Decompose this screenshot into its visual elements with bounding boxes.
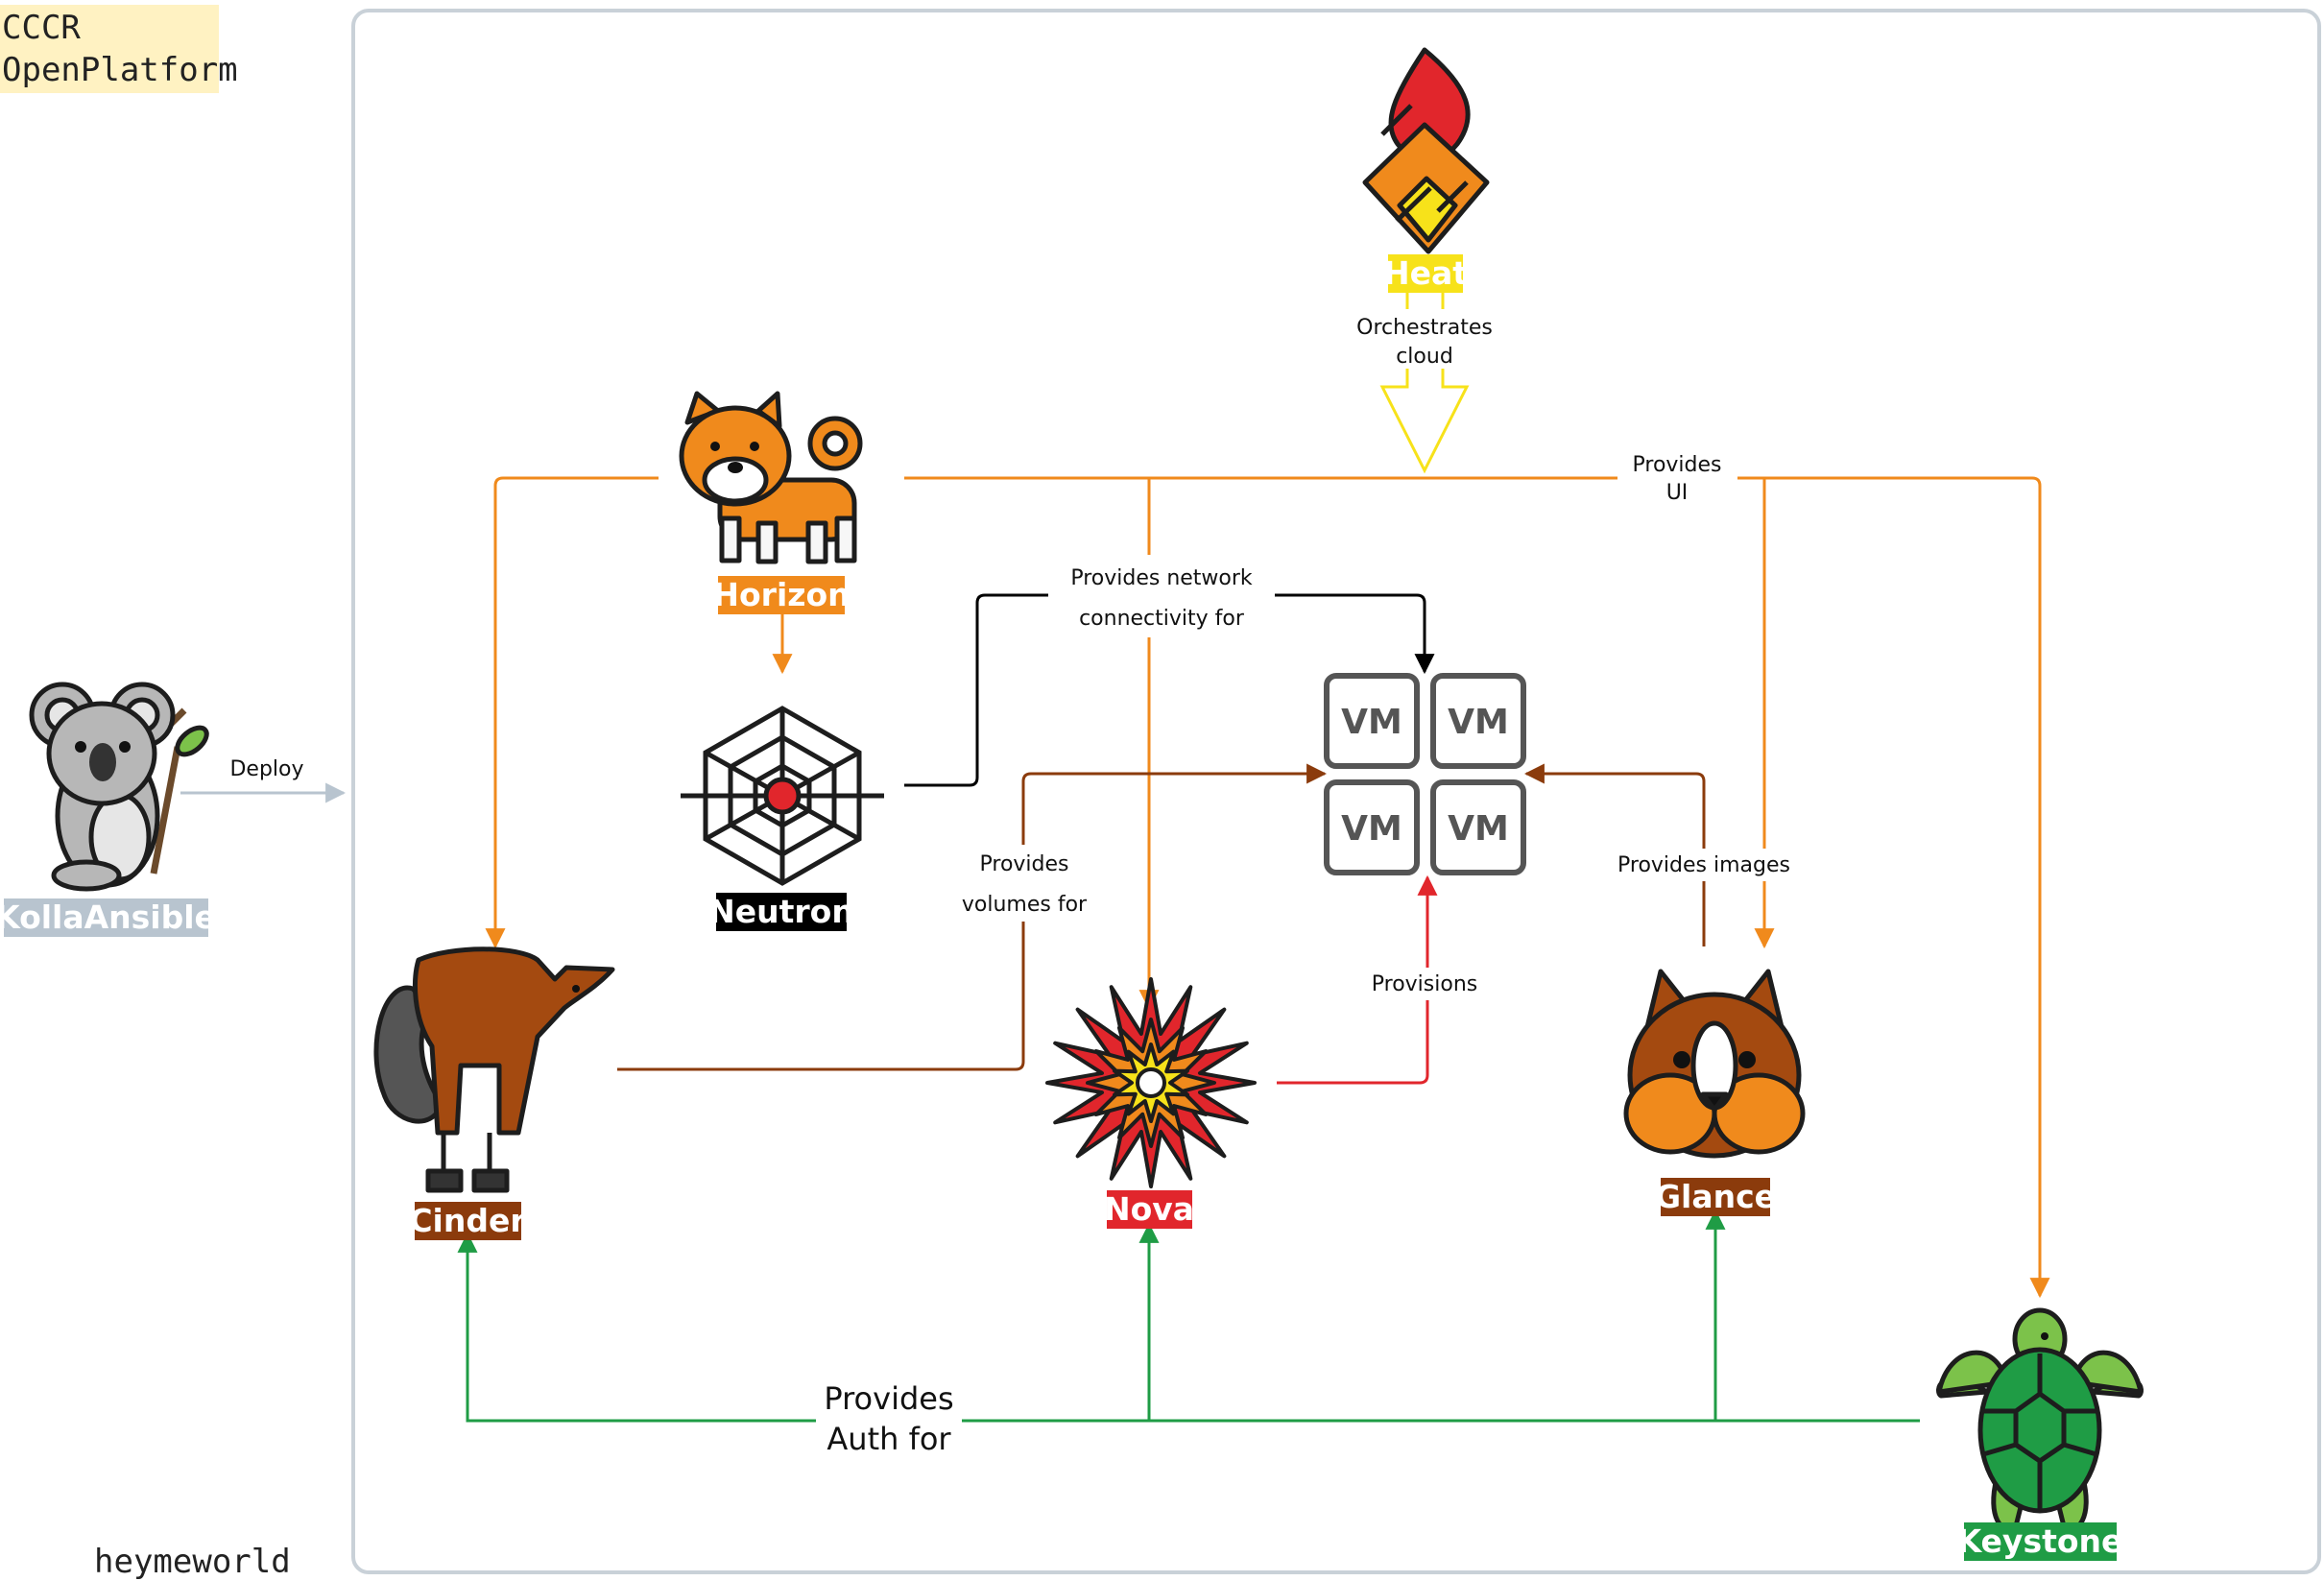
vm-instance[interactable]: VM: [1324, 673, 1420, 769]
heat-edge-label-2: cloud: [1396, 345, 1453, 369]
cloud-boundary: [351, 9, 2321, 1574]
vm-label: VM: [1341, 809, 1402, 849]
horizon-edge-label-1: Provides: [1633, 453, 1722, 477]
spider-web-icon: [681, 706, 884, 886]
horse-icon: [373, 946, 615, 1193]
cinder-label: Cinder: [409, 1202, 526, 1239]
nova-edge-label: Provisions: [1372, 972, 1477, 996]
heat-label: Heat: [1383, 254, 1468, 292]
keystone-label: Keystone: [1957, 1522, 2123, 1560]
neutron-node[interactable]: Neutron: [681, 706, 884, 931]
keystone-node[interactable]: Keystone: [1936, 1307, 2144, 1561]
note-line-2: OpenPlatform: [2, 51, 238, 89]
shiba-dog-icon: [679, 391, 863, 564]
neutron-edge-label-1: Provides network: [1070, 566, 1253, 590]
vm-label: VM: [1448, 703, 1509, 742]
cinder-edge-label-1: Provides: [980, 852, 1069, 876]
flame-icon: [1362, 47, 1490, 254]
nova-node[interactable]: Nova: [1045, 977, 1257, 1229]
edge-keystone-auth: [457, 1209, 1920, 1423]
glance-label-bg: [1661, 1178, 1770, 1216]
kolla-node[interactable]: KollaAnsible: [0, 682, 216, 937]
edge-label-bg-horizon: [1617, 451, 1737, 507]
edge-heat-orchestrates: [1379, 288, 1470, 474]
vm-label: VM: [1448, 809, 1509, 849]
star-burst-icon: [1045, 977, 1257, 1188]
heat-node[interactable]: Heat: [1362, 47, 1490, 293]
edge-label-bg-neutron: [1048, 555, 1275, 637]
heat-edge-label-1: Orchestrates: [1356, 316, 1493, 340]
heat-label-bg: [1388, 254, 1463, 293]
cinder-edge-label-2: volumes for: [962, 893, 1088, 917]
vm-label: VM: [1341, 703, 1402, 742]
keystone-label-bg: [1964, 1522, 2117, 1561]
edge-horizon-provides-ui: [485, 476, 2050, 1299]
vm-cluster: VM VM VM VM: [1324, 673, 1526, 875]
edge-label-bg-cinder: [960, 845, 1094, 922]
horizon-edge-label-2: UI: [1666, 481, 1689, 505]
note-background: [0, 5, 219, 93]
edge-glance-images: [1523, 763, 1706, 946]
glance-edge-label: Provides images: [1617, 853, 1790, 877]
edge-label-bg-heat: [1349, 309, 1502, 369]
edge-label-bg-keystone: [816, 1378, 962, 1459]
note-line-1: CCCR: [2, 9, 81, 47]
deploy-label: Deploy: [229, 757, 303, 781]
turtle-icon: [1936, 1307, 2144, 1531]
vm-instance[interactable]: VM: [1324, 779, 1420, 875]
chipmunk-icon: [1623, 969, 1806, 1159]
edge-deploy: Deploy: [180, 757, 347, 803]
glance-label: Glance: [1655, 1178, 1776, 1215]
horizon-label-bg: [718, 576, 845, 614]
nova-label-bg: [1107, 1190, 1192, 1229]
neutron-edge-label-2: connectivity for: [1079, 607, 1245, 631]
edge-label-bg-nova: [1363, 968, 1488, 1000]
edge-nova-provisions: [1277, 874, 1438, 1085]
kolla-label-bg: [4, 898, 208, 937]
title-note: CCCR OpenPlatform: [0, 5, 238, 93]
nova-label: Nova: [1104, 1190, 1194, 1228]
glance-node[interactable]: Glance: [1623, 969, 1806, 1216]
keystone-edge-label-1: Provides: [824, 1380, 953, 1417]
horizon-node[interactable]: Horizon: [679, 391, 863, 614]
horizon-label: Horizon: [712, 576, 850, 613]
cinder-label-bg: [415, 1202, 521, 1240]
neutron-label-bg: [716, 893, 847, 931]
edge-label-bg-glance: [1613, 849, 1790, 881]
koala-icon: [29, 682, 209, 892]
signature-text: heymeworld: [94, 1543, 291, 1581]
neutron-label: Neutron: [708, 893, 854, 930]
cinder-node[interactable]: Cinder: [373, 946, 615, 1240]
edge-neutron-network: [904, 593, 1435, 787]
keystone-edge-label-2: Auth for: [827, 1421, 951, 1457]
kolla-label: KollaAnsible: [0, 898, 216, 936]
vm-instance[interactable]: VM: [1430, 673, 1526, 769]
vm-instance[interactable]: VM: [1430, 779, 1526, 875]
